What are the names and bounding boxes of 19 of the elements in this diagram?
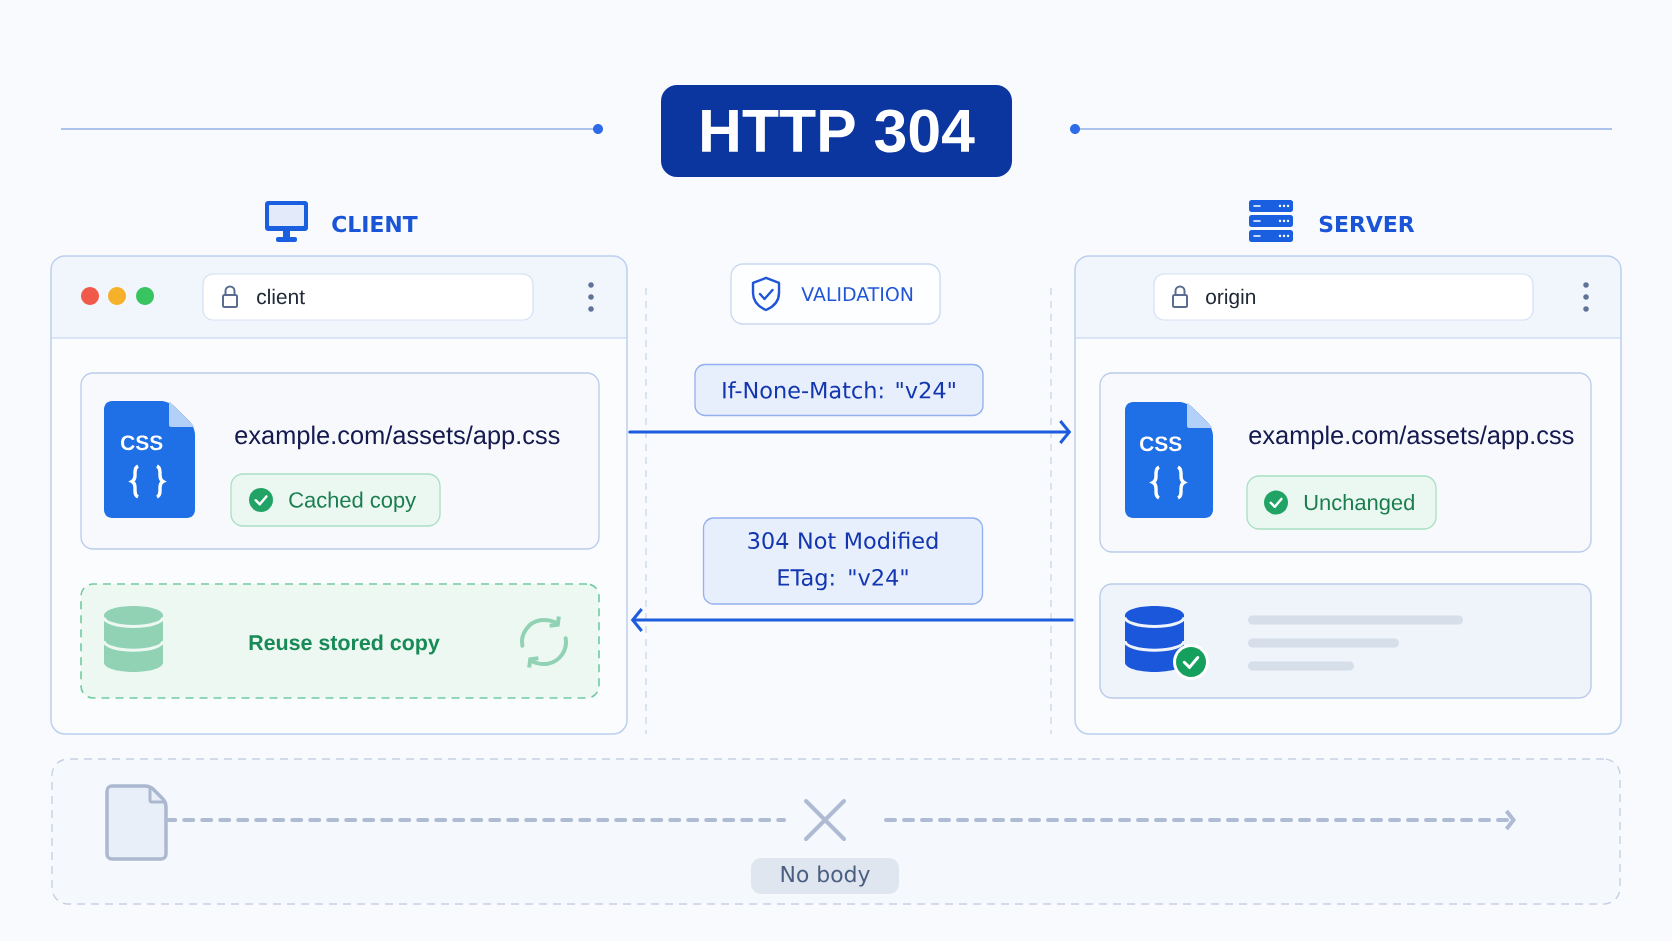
address-bar: origin: [1153, 273, 1534, 321]
edge-label: If-None-Match: "v24": [694, 363, 984, 417]
title-badge: HTTP 304: [661, 85, 1012, 177]
dashed-panel: Reuse stored copy: [80, 583, 600, 699]
address-bar: client: [202, 273, 534, 321]
file-type-label: CSS: [1140, 436, 1182, 452]
badge: VALIDATION: [730, 263, 941, 325]
document-icon: [105, 784, 168, 861]
section-heading: CLIENT: [332, 215, 418, 233]
edge-label: 304 Not Modified ETag: "v24": [702, 517, 984, 605]
dashed-panel: [51, 758, 1621, 905]
file-type-label: CSS: [121, 435, 163, 451]
status-badge: Cached copy: [230, 473, 441, 527]
edge-label: No body: [751, 858, 899, 894]
status-badge: Unchanged: [1246, 475, 1437, 530]
arrow: [628, 420, 1072, 444]
arrow: [630, 608, 1074, 632]
dashed-arrow: [164, 809, 1517, 831]
section-heading: SERVER: [1319, 215, 1415, 233]
